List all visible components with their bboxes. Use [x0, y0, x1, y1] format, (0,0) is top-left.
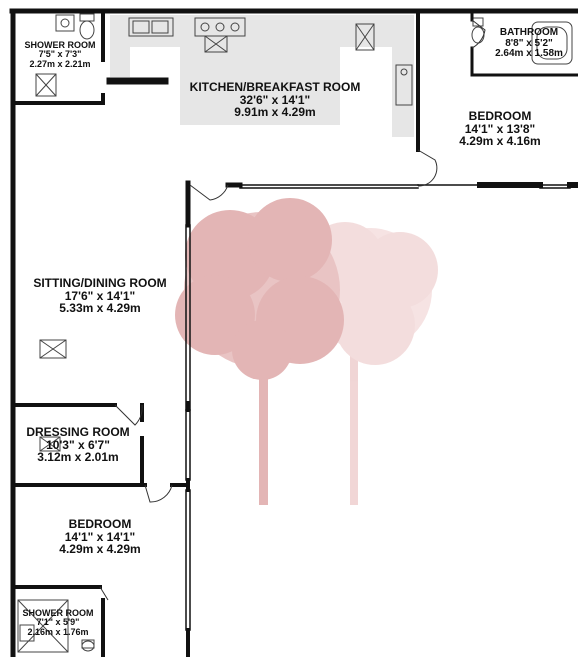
walls: [9, 8, 578, 657]
room-label-kitchen: KITCHEN/BREAKFAST ROOM 32'6" x 14'1" 9.9…: [170, 81, 380, 119]
room-label-sitting: SITTING/DINING ROOM 17'6" x 14'1" 5.33m …: [20, 277, 180, 315]
room-dim-imperial: 8'8" x 5'2": [505, 37, 553, 49]
tree-illustration-back: [305, 222, 438, 505]
room-label-shower-top: SHOWER ROOM 7'5" x 7'3" 2.27m x 2.21m: [16, 40, 104, 69]
room-name: BEDROOM: [68, 517, 132, 531]
door-swings: [99, 19, 486, 601]
room-name: BATHROOM: [499, 27, 559, 38]
room-name: DRESSING ROOM: [26, 425, 130, 439]
room-label-bathroom: BATHROOM 8'8" x 5'2" 2.64m x 1.58m: [484, 27, 574, 60]
shower-tray-bottom-icon: [17, 599, 69, 653]
appliance-icon: [204, 35, 228, 53]
room-name: SHOWER ROOM: [24, 40, 96, 50]
bathtub-icon: [531, 21, 573, 65]
tree-illustration-front: [175, 198, 344, 505]
room-dim-metric: 4.29m x 4.29m: [59, 542, 141, 557]
toilet-top-icon: [79, 13, 95, 40]
room-dim-imperial: 17'6" x 14'1": [64, 288, 136, 303]
room-name: SHOWER ROOM: [22, 608, 94, 618]
room-dim-imperial: 7'5" x 7'3": [38, 49, 82, 60]
basin-bottom-icon: [19, 624, 35, 642]
room-label-bedroom-left: BEDROOM 14'1" x 14'1" 4.29m x 4.29m: [40, 518, 160, 556]
toilet-bottom-icon: [81, 639, 95, 652]
room-label-bedroom-right: BEDROOM 14'1" x 13'8" 4.29m x 4.16m: [440, 110, 560, 148]
hob-icon: [194, 17, 246, 37]
room-dim-metric: 2.64m x 1.58m: [495, 48, 563, 59]
kitchen-sink-side-icon: [395, 64, 413, 106]
room-label-dressing: DRESSING ROOM 10'3" x 6'7" 3.12m x 2.01m: [18, 426, 138, 464]
skylight-sitting-icon: [39, 339, 67, 359]
room-dim-metric: 3.12m x 2.01m: [37, 450, 119, 465]
room-label-shower-bottom: SHOWER ROOM 7'1" x 5'9" 2.16m x 1.76m: [14, 608, 102, 637]
room-name: KITCHEN/BREAKFAST ROOM: [189, 80, 361, 94]
room-name: SITTING/DINING ROOM: [33, 276, 167, 290]
basin-top-icon: [55, 14, 75, 32]
room-dim-metric: 5.33m x 4.29m: [59, 301, 141, 316]
room-dim-imperial: 14'1" x 13'8": [464, 121, 536, 136]
room-dim-imperial: 10'3" x 6'7": [46, 437, 110, 452]
room-name: BEDROOM: [468, 109, 532, 123]
room-dim-metric: 2.27m x 2.21m: [29, 58, 91, 69]
kitchen-sink-icon: [128, 17, 174, 37]
room-dim-imperial: 7'1" x 5'9": [36, 617, 80, 628]
skylight-dressing-icon: [39, 436, 61, 452]
shower-tray-top-icon: [35, 73, 57, 97]
room-dim-imperial: 32'6" x 14'1": [239, 92, 311, 107]
room-dim-imperial: 14'1" x 14'1": [64, 529, 136, 544]
room-dim-metric: 4.29m x 4.16m: [459, 134, 541, 149]
room-dim-metric: 2.16m x 1.76m: [27, 626, 89, 637]
skylight-kitchen-icon: [355, 23, 375, 51]
room-dim-metric: 9.91m x 4.29m: [234, 105, 316, 120]
